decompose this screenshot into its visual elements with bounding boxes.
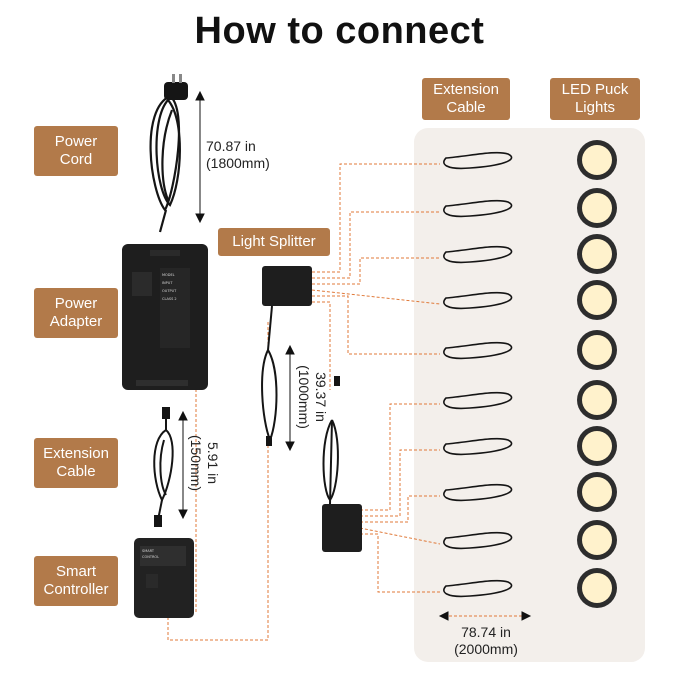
- label-extension-cable: Extension Cable: [34, 438, 118, 488]
- cable-coil-icon: [153, 407, 174, 527]
- led-extension-cables: [443, 151, 513, 598]
- svg-text:MODEL: MODEL: [162, 273, 175, 277]
- label-smart-controller: Smart Controller: [34, 556, 118, 606]
- svg-text:OUTPUT: OUTPUT: [162, 289, 177, 293]
- dimension-power-cord: 70.87 in (1800mm): [206, 138, 270, 171]
- svg-text:INPUT: INPUT: [162, 281, 173, 285]
- label-light-splitter: Light Splitter: [218, 228, 330, 256]
- label-power-cord: Power Cord: [34, 126, 118, 176]
- dimension-splitter-cable: 39.37 in (1000mm): [296, 365, 329, 429]
- svg-text:CONTROL: CONTROL: [142, 555, 159, 559]
- controller-box-icon: SMART CONTROL: [134, 538, 194, 618]
- power-adapter-icon: MODEL INPUT OUTPUT CLASS 2: [122, 244, 208, 390]
- label-power-adapter: Power Adapter: [34, 288, 118, 338]
- power-plug-icon: [164, 74, 188, 100]
- svg-text:CLASS 2: CLASS 2: [162, 297, 177, 301]
- dimension-extension-cable: 5.91 in (150mm): [188, 434, 221, 491]
- measure-lines: [178, 90, 532, 621]
- label-extension-cable-header: Extension Cable: [422, 78, 510, 120]
- dashed-wires: [165, 163, 526, 641]
- power-cord: [149, 95, 181, 233]
- splitter-box-icon: [261, 266, 312, 446]
- led-puck-icon: [577, 140, 617, 608]
- page-title: How to connect: [194, 10, 485, 52]
- splitter-box-icon: [322, 376, 362, 552]
- label-led-puck-lights: LED Puck Lights: [550, 78, 640, 120]
- dimension-led-extension: 78.74 in (2000mm): [454, 624, 518, 657]
- svg-text:SMART: SMART: [142, 549, 155, 553]
